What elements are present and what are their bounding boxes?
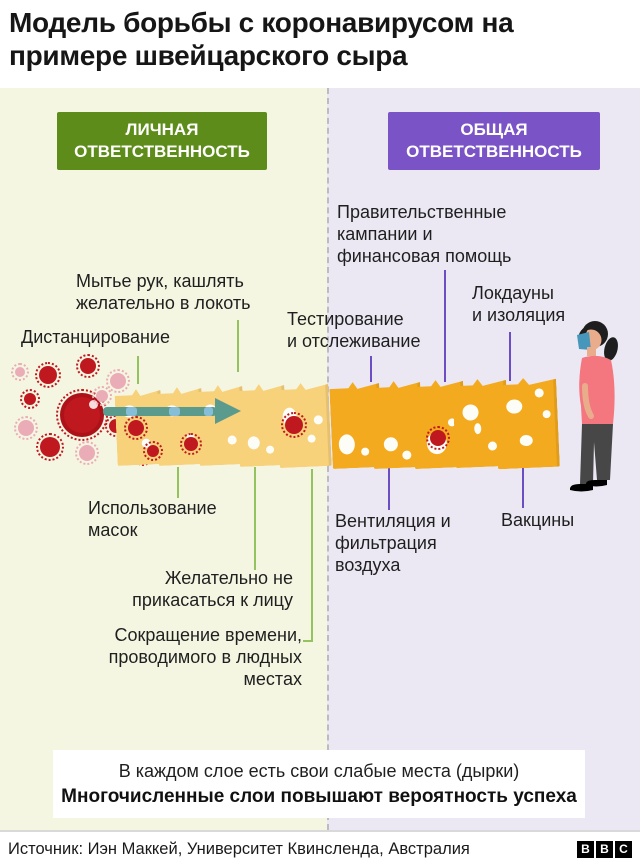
summary-line-weak-spots: В каждом слое есть свои слабые места (ды… — [118, 760, 520, 781]
arrow-highlight-segment — [126, 407, 137, 416]
arrow-highlight-segment — [169, 407, 180, 416]
label-less-crowds: Сокращение времени, проводимого в людных… — [108, 625, 302, 689]
virus-icon — [35, 362, 61, 388]
bbc-logo: B B C — [577, 840, 632, 858]
cheese-hole — [520, 435, 533, 447]
connector-line — [237, 320, 239, 372]
cheese-hole — [488, 441, 497, 450]
virus-icon — [36, 433, 64, 461]
cheese-hole — [338, 434, 355, 455]
label-distancing: Дистанцирование — [21, 327, 171, 347]
cheese-hole — [535, 388, 544, 397]
cheese-hole — [307, 435, 315, 443]
bbc-logo-block: C — [615, 840, 632, 858]
virus-icon — [143, 441, 163, 461]
connector-line — [388, 467, 390, 510]
label-hand-washing: Мытье рук, кашлять желательно в локоть — [76, 271, 251, 313]
virus-icon — [14, 416, 38, 440]
connector-line — [509, 332, 511, 381]
cheese-hole — [247, 436, 260, 450]
virus-icon — [281, 412, 307, 438]
bbc-logo-block: B — [577, 840, 594, 858]
cheese-hole — [314, 415, 323, 424]
personal-responsibility-badge: ЛИЧНАЯ ОТВЕТСТВЕННОСТЬ — [57, 112, 267, 170]
masked-person-icon — [564, 320, 636, 511]
virus-icon — [92, 386, 112, 406]
connector-line — [303, 640, 313, 642]
label-no-face-touching: Желательно не прикасаться к лицу — [132, 568, 293, 610]
cheese-hole — [506, 399, 523, 414]
virus-icon — [124, 416, 148, 440]
connector-line — [370, 356, 372, 382]
virus-icon — [75, 441, 99, 465]
virus-icon — [76, 354, 100, 378]
cheese-hole — [227, 435, 236, 444]
footer: Источник: Иэн Маккей, Университет Квинсл… — [0, 830, 640, 866]
cheese-hole — [266, 446, 274, 454]
connector-line — [311, 469, 313, 642]
connector-line — [522, 467, 524, 508]
transmission-arrow-icon — [103, 407, 217, 416]
bbc-logo-block: B — [596, 840, 613, 858]
virus-icon — [20, 389, 40, 409]
cheese-hole — [474, 423, 481, 434]
label-government-aid: Правительственные кампании и финансовая … — [337, 202, 512, 266]
connector-line — [177, 467, 179, 498]
cheese-slice-icon — [494, 377, 560, 470]
virus-icon — [106, 369, 130, 393]
connector-line — [444, 270, 446, 382]
cheese-hole — [361, 447, 369, 455]
cheese-hole — [384, 437, 399, 452]
label-lockdowns: Локдауны и изоляция — [472, 283, 566, 325]
cheese-hole — [402, 450, 411, 459]
page-title: Модель борьбы с коронавирусом на примере… — [9, 7, 514, 72]
summary-note: В каждом слое есть свои слабые места (ды… — [53, 750, 585, 818]
cheese-hole — [462, 404, 479, 421]
virus-icon — [180, 433, 202, 455]
shared-responsibility-badge: ОБЩАЯ ОТВЕТСТВЕННОСТЬ — [388, 112, 600, 170]
label-ventilation: Вентиляция и фильтрация воздуха — [335, 511, 451, 575]
label-testing-tracing: Тестирование и отслеживание — [287, 309, 421, 351]
virus-icon — [11, 363, 29, 381]
virus-icon — [426, 426, 450, 450]
cheese-hole — [542, 410, 550, 418]
arrow-head-icon — [215, 398, 241, 424]
connector-line — [254, 467, 256, 570]
arrow-highlight-segment — [204, 407, 213, 416]
summary-line-multiple-layers: Многочисленные слои повышают вероятность… — [61, 785, 577, 807]
source-credit: Источник: Иэн Маккей, Университет Квинсл… — [8, 839, 470, 858]
label-masks: Использование масок — [88, 498, 217, 540]
connector-line — [137, 356, 139, 384]
label-vaccines: Вакцины — [501, 510, 575, 530]
